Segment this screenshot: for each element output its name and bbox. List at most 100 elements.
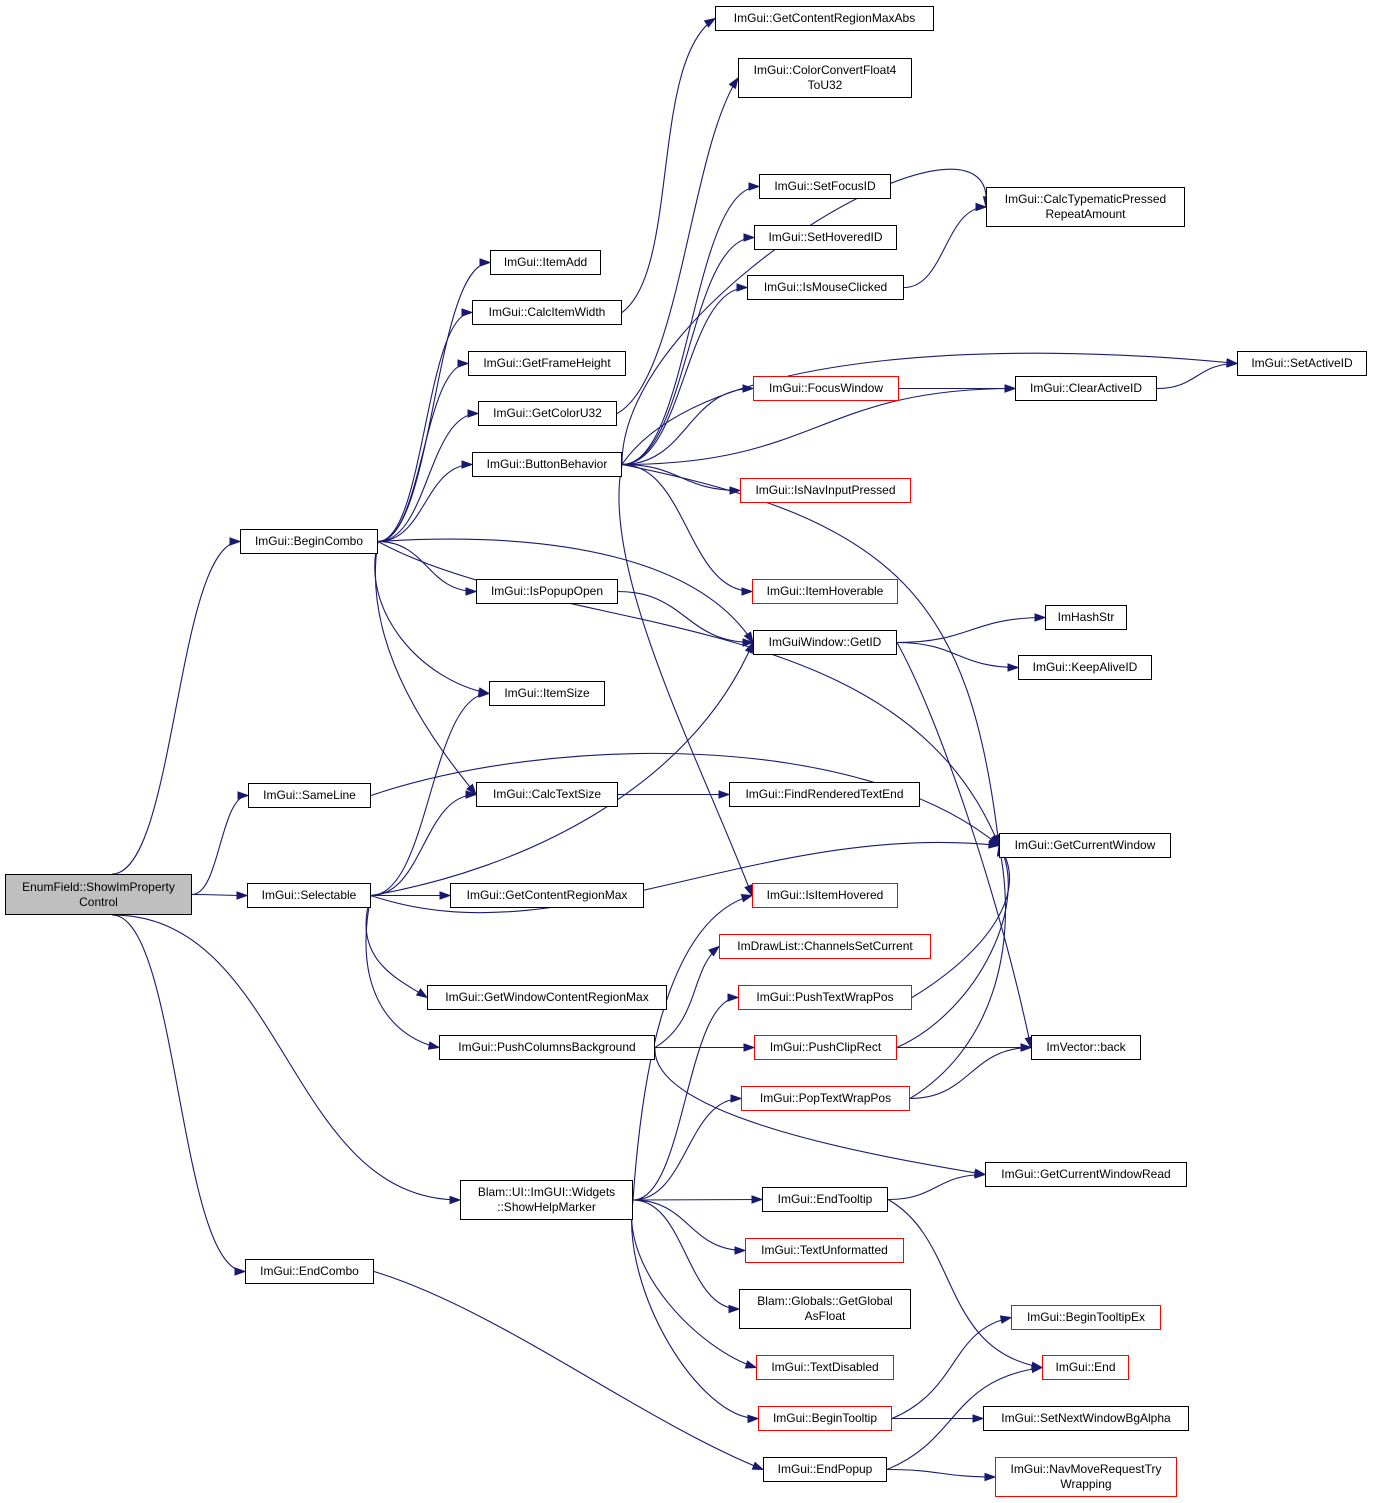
node-imguiwindow-getid[interactable]: ImGuiWindow::GetID xyxy=(753,630,897,655)
arrowhead-bc-to-bb xyxy=(461,460,474,469)
edge-gid-to-hs xyxy=(896,616,1046,644)
arrowhead-sel-to-gcw xyxy=(988,840,1001,849)
node-imgui-getcurrentwindow[interactable]: ImGui::GetCurrentWindow xyxy=(999,833,1171,858)
arrowhead-et-to-gcwr xyxy=(974,1170,987,1179)
node-imgui-end[interactable]: ImGui::End xyxy=(1042,1355,1129,1380)
edge-bb-to-sfi xyxy=(621,185,760,466)
edge-root-to-ec xyxy=(111,914,246,1273)
node-imgui-pushtextwrappos[interactable]: ImGui::PushTextWrapPos xyxy=(738,985,912,1010)
node-imgui-sameline[interactable]: ImGui::SameLine xyxy=(248,783,371,808)
edge-sel-to-cts xyxy=(370,793,477,897)
arrowhead-bb-to-sfi xyxy=(748,182,761,191)
edge-sel-to-gcw xyxy=(370,841,1000,914)
node-imgui-getcoloru32[interactable]: ImGui::GetColorU32 xyxy=(478,401,617,426)
node-imgui-pushcliprect[interactable]: ImGui::PushClipRect xyxy=(754,1035,897,1060)
node-imgui-selectable[interactable]: ImGui::Selectable xyxy=(247,883,371,908)
node-imgui-colorconvertfloat4-tou32[interactable]: ImGui::ColorConvertFloat4 ToU32 xyxy=(738,58,912,98)
node-imgui-itemadd[interactable]: ImGui::ItemAdd xyxy=(490,250,601,275)
node-imgui-focuswindow[interactable]: ImGui::FocusWindow xyxy=(753,376,899,401)
node-imgui-ismouseclicked[interactable]: ImGui::IsMouseClicked xyxy=(747,275,904,300)
node-imhashstr[interactable]: ImHashStr xyxy=(1045,605,1127,630)
arrowhead-root-to-sl xyxy=(237,791,250,800)
arrowhead-ep-to-nmrtw xyxy=(984,1472,997,1482)
node-imgui-getframeheight[interactable]: ImGui::GetFrameHeight xyxy=(468,351,626,376)
node-imgui-getcontentregionmax[interactable]: ImGui::GetContentRegionMax xyxy=(450,883,644,908)
node-imgui-endcombo[interactable]: ImGui::EndCombo xyxy=(245,1259,374,1284)
edge-hm-to-poptw xyxy=(632,1097,742,1201)
edge-hm-to-et xyxy=(632,1198,763,1201)
node-imgui-calctypematicpressed-repeatamount[interactable]: ImGui::CalcTypematicPressed RepeatAmount xyxy=(986,187,1185,227)
node-blam-ui-imgui-widgets-showhelpmarker[interactable]: Blam::UI::ImGUI::Widgets ::ShowHelpMarke… xyxy=(460,1180,633,1220)
arrowhead-ipo-to-gid xyxy=(742,638,755,647)
node-imgui-begincombo[interactable]: ImGui::BeginCombo xyxy=(240,529,378,554)
arrowhead-bc-to-ciw xyxy=(461,308,474,317)
edge-hm-to-gga xyxy=(632,1199,740,1310)
arrowhead-hm-to-iih xyxy=(740,894,754,903)
node-imgui-isitemhovered[interactable]: ImGui::IsItemHovered xyxy=(752,883,898,908)
arrowhead-sel-to-pcb xyxy=(427,1041,441,1050)
edge-et-to-gcwr xyxy=(887,1173,986,1201)
arrowhead-root-to-ec xyxy=(234,1267,247,1276)
arrowhead-ec-to-ep xyxy=(751,1461,765,1471)
node-imdrawlist-channelssetcurrent[interactable]: ImDrawList::ChannelsSetCurrent xyxy=(719,934,931,959)
node-imgui-setfocusid[interactable]: ImGui::SetFocusID xyxy=(759,174,891,199)
node-imgui-getcontentregionmaxabs[interactable]: ImGui::GetContentRegionMaxAbs xyxy=(715,6,934,31)
edge-bb-to-gcw xyxy=(621,463,1000,846)
node-imgui-pushcolumnsbackground[interactable]: ImGui::PushColumnsBackground xyxy=(439,1035,655,1060)
edge-root-to-hm xyxy=(111,914,461,1201)
edge-pcb-to-dlc xyxy=(654,946,720,1048)
edge-poptw-to-vb xyxy=(909,1046,1032,1100)
edge-pcr-to-gcw xyxy=(896,845,1009,1049)
edge-bb-to-shi xyxy=(621,236,755,466)
edge-hm-to-td xyxy=(631,1199,757,1369)
arrowhead-gid-to-hs xyxy=(1034,613,1047,622)
edge-pcb-to-gcwr xyxy=(654,1047,986,1176)
node-imvector-back[interactable]: ImVector::back xyxy=(1031,1035,1141,1060)
arrowhead-ep-to-end xyxy=(1031,1364,1044,1374)
edge-bc-to-cts xyxy=(374,541,477,795)
edge-sl-to-gcw xyxy=(370,752,1000,846)
node-imgui-textunformatted[interactable]: ImGui::TextUnformatted xyxy=(745,1238,904,1263)
node-imgui-endpopup[interactable]: ImGui::EndPopup xyxy=(763,1457,887,1482)
node-imgui-calctextsize[interactable]: ImGui::CalcTextSize xyxy=(476,782,618,807)
node-imgui-clearactiveid[interactable]: ImGui::ClearActiveID xyxy=(1015,376,1157,401)
node-imgui-getcurrentwindowread[interactable]: ImGui::GetCurrentWindowRead xyxy=(985,1162,1187,1187)
arrowhead-bc-to-cts xyxy=(466,783,477,796)
node-imgui-sethoveredid[interactable]: ImGui::SetHoveredID xyxy=(754,225,897,250)
node-imgui-textdisabled[interactable]: ImGui::TextDisabled xyxy=(756,1355,894,1380)
node-imgui-ispopupopen[interactable]: ImGui::IsPopupOpen xyxy=(476,579,618,604)
node-imgui-poptextwrappos[interactable]: ImGui::PopTextWrapPos xyxy=(741,1086,910,1111)
edge-root-to-bc xyxy=(111,540,241,875)
edge-bb-to-imc xyxy=(621,286,748,466)
node-imgui-itemsize[interactable]: ImGui::ItemSize xyxy=(489,681,605,706)
node-imgui-endtooltip[interactable]: ImGui::EndTooltip xyxy=(762,1187,888,1212)
edge-bc-to-gcu xyxy=(377,412,479,543)
arrowhead-bt-to-bte xyxy=(999,1315,1013,1324)
arrowhead-bb-to-ih xyxy=(741,587,754,596)
node-imgui-navmoverequesttry-wrapping[interactable]: ImGui::NavMoveRequestTry Wrapping xyxy=(995,1457,1177,1497)
node-imgui-isnavinputpressed[interactable]: ImGui::IsNavInputPressed xyxy=(740,478,911,503)
node-imgui-keepaliveid[interactable]: ImGui::KeepAliveID xyxy=(1018,655,1152,680)
node-imgui-begintooltip[interactable]: ImGui::BeginTooltip xyxy=(758,1406,892,1431)
node-imgui-buttonbehavior[interactable]: ImGui::ButtonBehavior xyxy=(472,452,622,477)
node-imgui-itemhoverable[interactable]: ImGui::ItemHoverable xyxy=(752,579,898,604)
node-blam-globals-getglobal-asfloat[interactable]: Blam::Globals::GetGlobal AsFloat xyxy=(739,1289,911,1329)
node-imgui-getwindowcontentregionmax[interactable]: ImGui::GetWindowContentRegionMax xyxy=(427,985,667,1010)
arrowhead-sel-to-cts xyxy=(465,790,478,799)
arrowhead-root-to-sel xyxy=(236,891,249,900)
edge-sel-to-gid xyxy=(370,642,754,897)
node-imgui-setactiveid[interactable]: ImGui::SetActiveID xyxy=(1237,351,1367,376)
edge-bb-to-sai xyxy=(621,352,1238,465)
arrowhead-gid-to-kai xyxy=(1007,663,1020,672)
arrowhead-sel-to-gid xyxy=(744,641,754,654)
node-imgui-begintooltipex[interactable]: ImGui::BeginTooltipEx xyxy=(1011,1305,1161,1330)
edge-bb-to-iih xyxy=(618,464,753,896)
node-imgui-findrenderedtextend[interactable]: ImGui::FindRenderedTextEnd xyxy=(729,782,920,807)
node-imgui-setnextwindowbgalpha[interactable]: ImGui::SetNextWindowBgAlpha xyxy=(983,1406,1189,1431)
edge-bb-to-cai xyxy=(621,387,1016,466)
node-imgui-calcitemwidth[interactable]: ImGui::CalcItemWidth xyxy=(472,300,622,325)
arrowhead-bc-to-gid xyxy=(743,631,754,644)
arrowhead-poptw-to-vb xyxy=(1020,1043,1033,1052)
edge-bc-to-gid xyxy=(377,538,754,643)
